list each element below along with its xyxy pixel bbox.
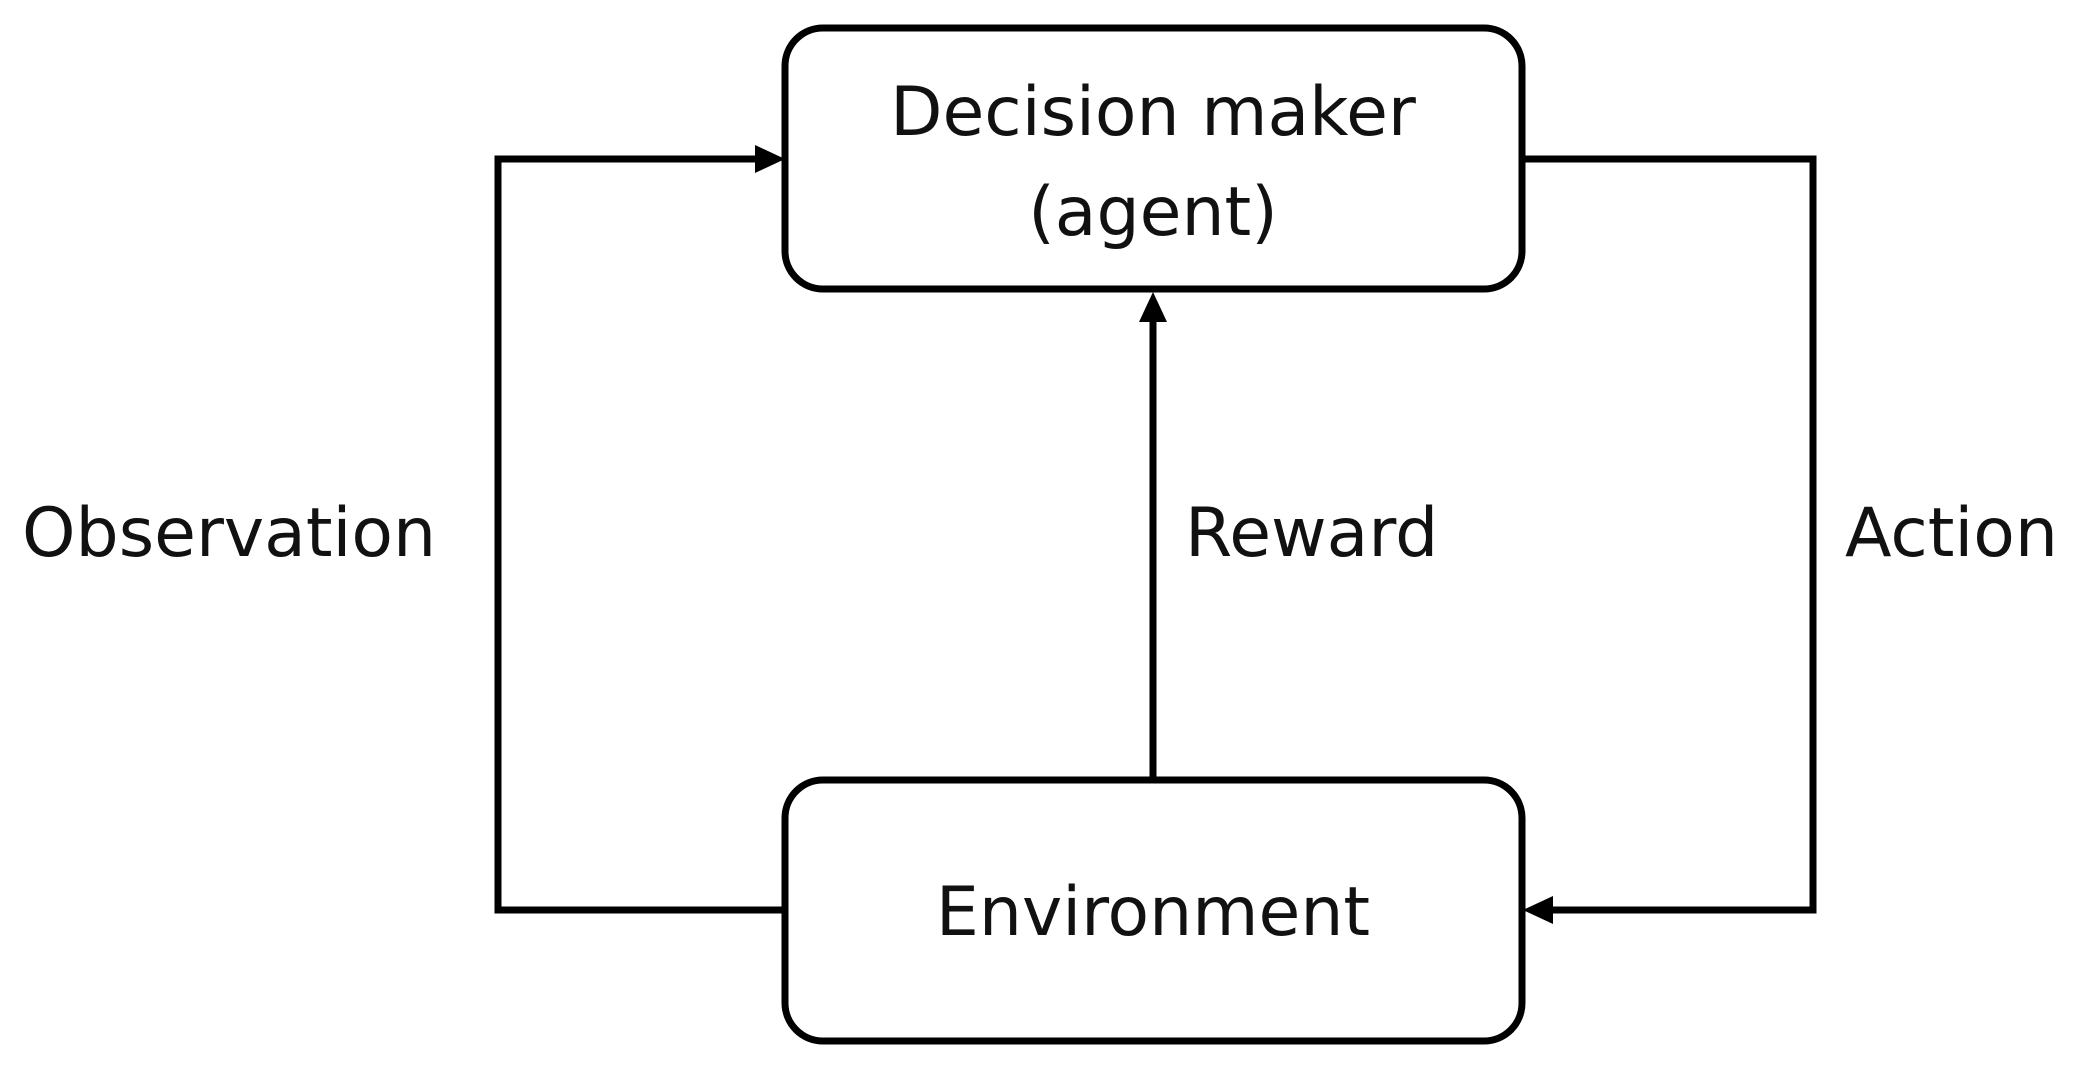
environment-label: Environment (936, 873, 1370, 952)
observation-arrowhead (755, 145, 785, 173)
agent-label-line1: Decision maker (890, 73, 1416, 152)
environment-node: Environment (781, 776, 1526, 1045)
observation-connector (494, 155, 785, 914)
agent-node: Decision maker (agent) (781, 24, 1526, 293)
environment-box (781, 776, 1526, 1045)
reward-label: Reward (1185, 494, 1438, 573)
agent-label-line2: (agent) (1028, 173, 1278, 252)
observation-label: Observation (22, 494, 436, 573)
reward-arrowhead (1139, 292, 1167, 322)
action-arrowhead (1523, 896, 1553, 924)
action-label: Action (1845, 494, 2058, 573)
agent-box (781, 24, 1526, 293)
action-connector (1522, 155, 1817, 914)
